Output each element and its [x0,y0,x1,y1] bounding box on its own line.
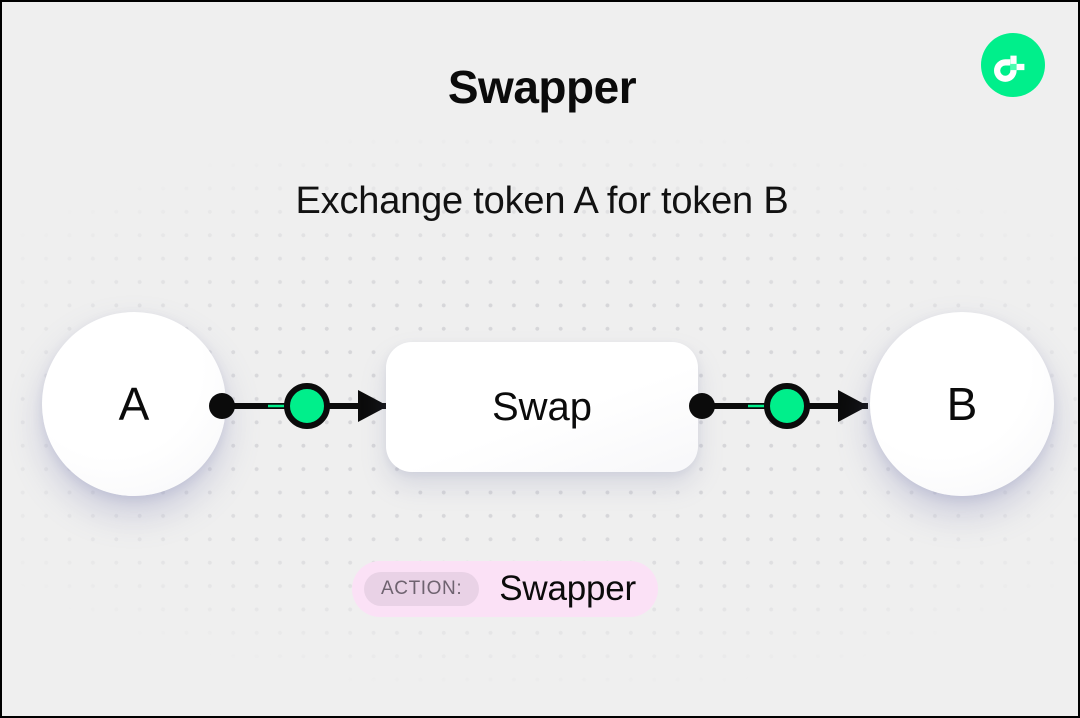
connector-swap-to-b[interactable] [688,383,868,429]
node-token-a-label: A [118,378,150,430]
action-badge-value: Swapper [499,569,637,608]
connector-a-to-swap[interactable] [208,383,388,429]
node-token-b-label: B [946,378,978,430]
node-swap[interactable]: Swap [386,342,698,472]
page-subtitle: Exchange token A for token B [295,180,789,222]
node-token-b[interactable]: B [870,312,1054,496]
node-token-a[interactable]: A [42,312,226,496]
page-title: Swapper [447,61,637,113]
action-badge[interactable]: ACTION: Swapper [352,561,659,617]
flow-logo-icon [981,33,1045,97]
action-badge-label: ACTION: [364,572,480,606]
node-swap-label: Swap [491,384,593,429]
